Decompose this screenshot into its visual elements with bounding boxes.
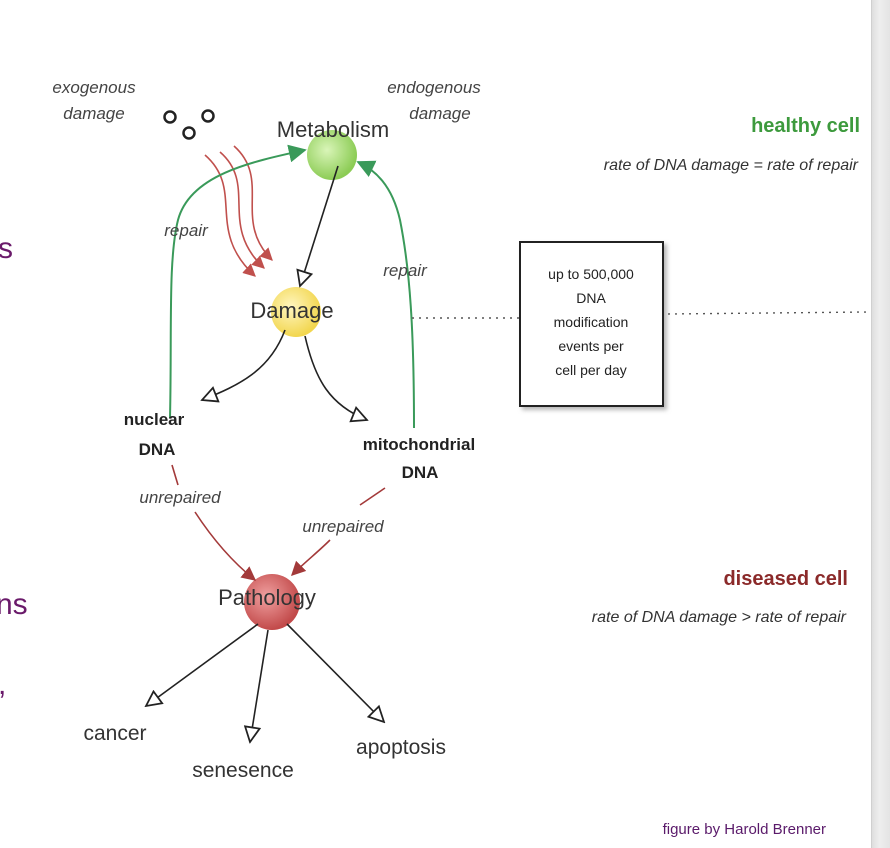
metabolism-node	[307, 130, 357, 180]
exogenous-label-line-1: exogenous	[52, 78, 136, 97]
healthy-cell-description: rate of DNA damage = rate of repair	[604, 157, 859, 174]
diseased-cell-description: rate of DNA damage > rate of repair	[592, 609, 847, 626]
damage-to-nuclear-arrow	[202, 329, 286, 400]
molecule-circles-icon	[163, 109, 215, 140]
callout-line-4: events per	[558, 338, 624, 354]
pathology-to-apoptosis-arrow	[286, 623, 384, 722]
callout-line-1: up to 500,000	[548, 266, 634, 282]
endogenous-label-line-2: damage	[409, 104, 470, 123]
pathology-to-senesence-arrow	[250, 629, 269, 742]
diseased-cell-title: diseased cell	[723, 568, 848, 590]
senesence-label: senesence	[192, 759, 294, 782]
unrepaired-label-right: unrepaired	[302, 517, 384, 536]
repair-arrow-right	[356, 160, 415, 429]
endogenous-label-line-1: endogenous	[387, 78, 481, 97]
right-edge-strip	[871, 0, 890, 848]
cancer-label: cancer	[83, 722, 146, 745]
healthy-cell-title: healthy cell	[751, 115, 860, 137]
exogenous-label-line-2: damage	[63, 104, 124, 123]
partial-text-line-2: ns	[0, 588, 28, 621]
callout-line-3: modification	[554, 314, 629, 330]
callout-line-2: DNA	[576, 290, 606, 306]
pathology-label: Pathology	[218, 585, 316, 610]
partial-text-line-1: s	[0, 232, 13, 265]
dna-damage-diagram: s ns , exogenous damage endogenous damag…	[0, 78, 869, 838]
mitochondrial-unrepaired-arrow	[292, 487, 386, 575]
pathology-to-cancer-arrow	[146, 623, 259, 706]
damage-node	[271, 287, 321, 337]
callout-line-5: cell per day	[555, 362, 627, 378]
damage-to-mitochondrial-arrow	[304, 335, 367, 420]
events-callout-box: up to 500,000 DNA modification events pe…	[519, 241, 664, 407]
nuclear-unrepaired-arrow	[171, 464, 255, 580]
apoptosis-label: apoptosis	[356, 736, 446, 759]
mitochondrial-dna-label-line-1: mitochondrial	[363, 435, 475, 454]
metabolism-to-damage-arrow	[300, 165, 339, 286]
metabolism-label: Metabolism	[277, 117, 389, 142]
partial-text-line-3: ,	[0, 668, 6, 701]
nuclear-dna-label-line-2: DNA	[139, 440, 176, 459]
mitochondrial-dna-label-line-2: DNA	[402, 463, 439, 482]
nuclear-dna-label-line-1: nuclear	[124, 410, 185, 429]
exogenous-damage-arrows	[204, 145, 273, 277]
repair-arrow-left	[169, 144, 307, 419]
repair-label-right: repair	[383, 261, 428, 280]
unrepaired-label-left: unrepaired	[139, 488, 221, 507]
dotted-guide-line-right	[667, 311, 869, 315]
figure-credit: figure by Harold Brenner	[663, 821, 826, 838]
repair-label-left: repair	[164, 221, 209, 240]
damage-label: Damage	[250, 298, 333, 323]
